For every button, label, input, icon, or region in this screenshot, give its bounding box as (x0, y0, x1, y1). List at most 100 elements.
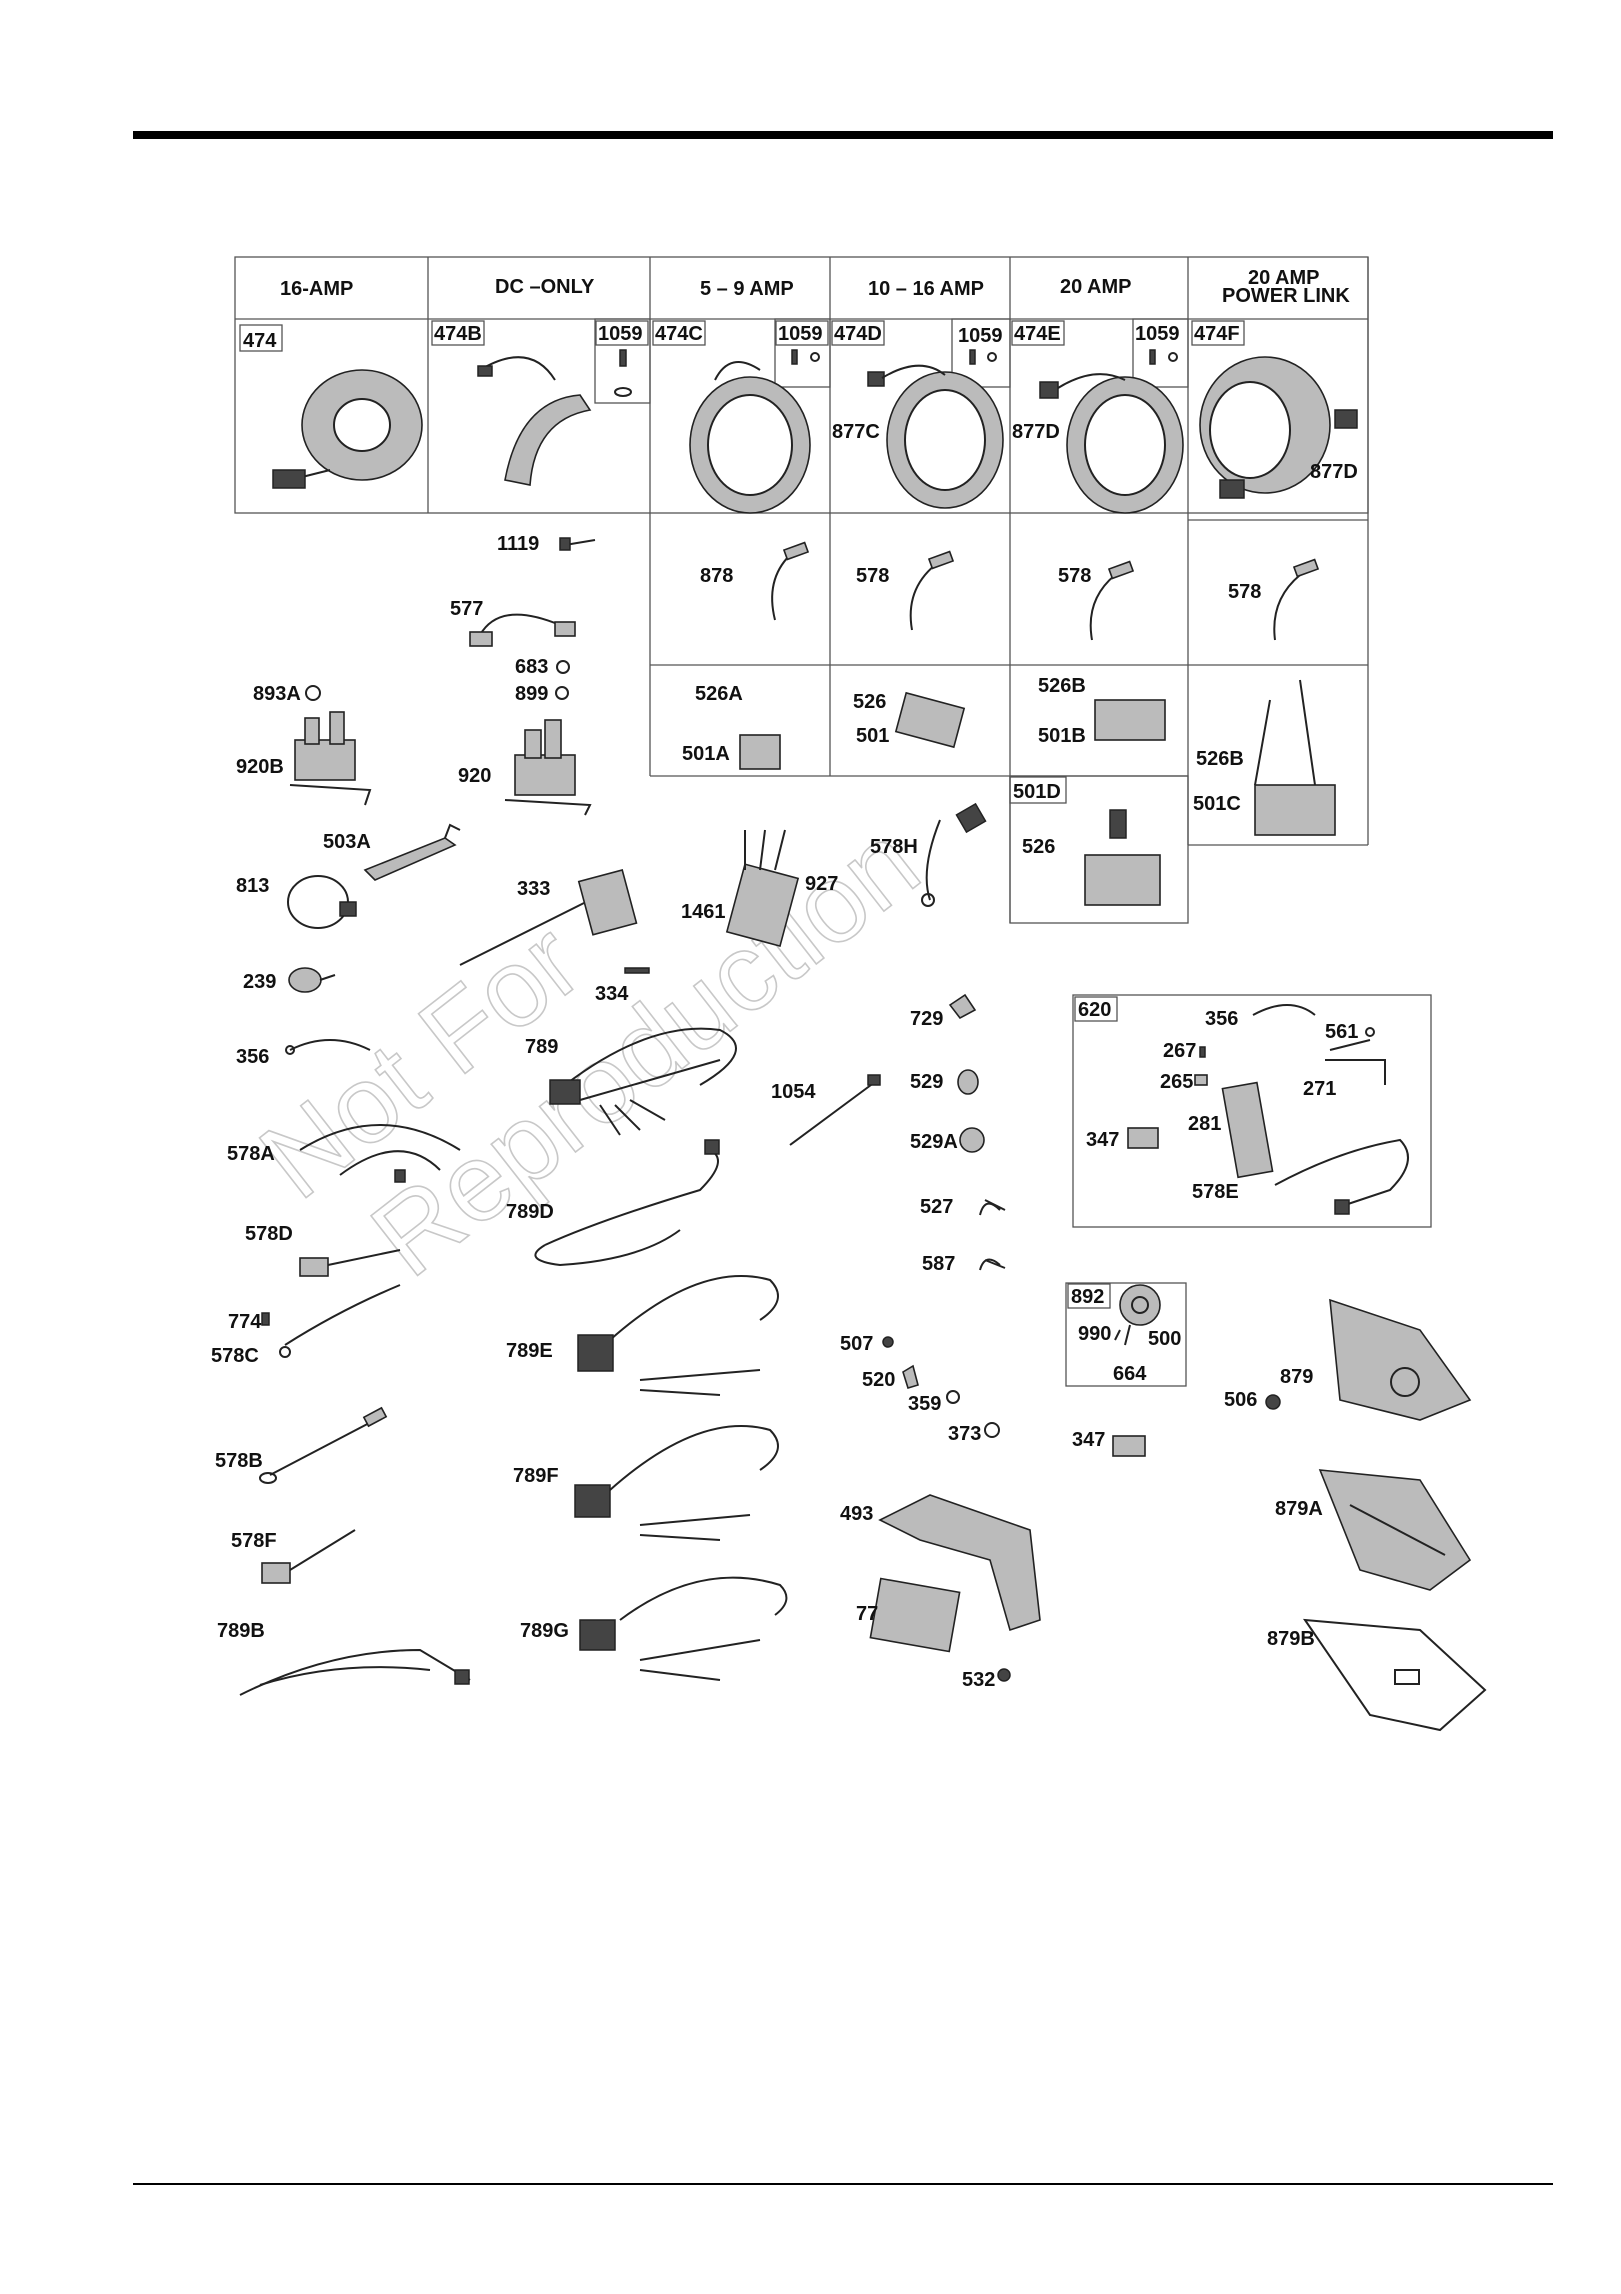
strap-503a-icon (363, 823, 461, 881)
label-878: 878 (700, 565, 733, 587)
harness-789f-icon (574, 1425, 779, 1541)
label-927: 927 (805, 873, 838, 895)
label-77: 77 (856, 1603, 878, 1625)
box-892 (1065, 1282, 1187, 1387)
label-1461: 1461 (681, 901, 726, 923)
ring-stator-474e-icon (1039, 373, 1184, 514)
header-col-10-16amp: 10 – 16 AMP (868, 278, 984, 300)
header-col-16amp: 16-AMP (280, 278, 353, 300)
label-578a: 578A (227, 1143, 275, 1165)
label-526b-a: 526B (1038, 675, 1086, 697)
nut-532-icon (997, 1668, 1011, 1682)
label-879a: 879A (1275, 1498, 1323, 1520)
label-529a: 529A (910, 1131, 958, 1153)
ring-stator-474d-icon (867, 364, 1004, 509)
harness-789d-icon (534, 1139, 720, 1267)
lead-578h-icon (921, 802, 987, 907)
regulator-icons (739, 679, 1336, 906)
label-578c: 578C (211, 1345, 259, 1367)
label-578d: 578D (245, 1223, 293, 1245)
box-620 (1072, 994, 1432, 1228)
label-520: 520 (862, 1369, 895, 1391)
panel-879a-icon (1318, 1469, 1472, 1591)
sensor-239-icon (288, 967, 336, 993)
screw-1059-icons (614, 349, 1178, 397)
label-334: 334 (595, 983, 629, 1005)
label-578-a: 578 (856, 565, 889, 587)
label-664: 664 (1113, 1363, 1147, 1385)
label-474c: 474C (655, 323, 703, 345)
lead-wire-icons (771, 541, 1320, 641)
module-77-icon (869, 1577, 961, 1653)
header-col-20amp: 20 AMP (1060, 276, 1132, 298)
label-474e: 474E (1014, 323, 1061, 345)
watermark: Not For Reproduction (237, 799, 941, 1300)
label-789d: 789D (506, 1201, 554, 1223)
label-474f: 474F (1194, 323, 1240, 345)
bolt-1119-icon (559, 537, 596, 551)
nut-icons (305, 660, 570, 701)
lead-578a-icon (299, 1124, 461, 1183)
stator-474f-icon (1199, 356, 1358, 499)
label-333: 333 (517, 878, 550, 900)
label-265: 265 (1160, 1071, 1193, 1093)
clip-icons (948, 993, 1006, 1271)
header-col-dc-only: DC –ONLY (495, 276, 595, 298)
label-578b: 578B (215, 1450, 263, 1472)
label-501: 501 (856, 725, 889, 747)
stator-474-icon (272, 369, 423, 489)
label-474d: 474D (834, 323, 882, 345)
label-527: 527 (920, 1196, 953, 1218)
label-578-b: 578 (1058, 565, 1091, 587)
lead-578f-icon (261, 1529, 356, 1584)
label-879: 879 (1280, 1366, 1313, 1388)
label-892: 892 (1071, 1286, 1104, 1308)
label-373: 373 (948, 1423, 981, 1445)
label-789: 789 (525, 1036, 558, 1058)
label-500: 500 (1148, 1328, 1181, 1350)
label-920b: 920B (236, 756, 284, 778)
label-526: 526 (853, 691, 886, 713)
label-578f: 578F (231, 1530, 277, 1552)
label-526-b: 526 (1022, 836, 1055, 858)
header-col-5-9amp: 5 – 9 AMP (700, 278, 794, 300)
label-507: 507 (840, 1333, 873, 1355)
label-356-b: 356 (1205, 1008, 1238, 1030)
label-813: 813 (236, 875, 269, 897)
label-1059-a: 1059 (598, 323, 643, 345)
label-501c: 501C (1193, 793, 1241, 815)
label-503a: 503A (323, 831, 371, 853)
alternator-table (234, 256, 1369, 924)
label-501a: 501A (682, 743, 730, 765)
hardware-icons (882, 1336, 1000, 1438)
label-789f: 789F (513, 1465, 559, 1487)
header-col-20amp-power-link: 20 AMP (1248, 267, 1320, 289)
label-561: 561 (1325, 1021, 1358, 1043)
label-774: 774 (228, 1311, 262, 1333)
label-1059-c: 1059 (958, 325, 1003, 347)
label-877d-a: 877D (1012, 421, 1060, 443)
top-rule (133, 131, 1553, 139)
lead-578c-icon (261, 1284, 401, 1358)
label-587: 587 (922, 1253, 955, 1275)
label-501b: 501B (1038, 725, 1086, 747)
label-526a: 526A (695, 683, 743, 705)
label-271: 271 (1303, 1078, 1336, 1100)
label-474: 474 (243, 330, 277, 352)
wire-356-icon (285, 1039, 371, 1055)
label-789e: 789E (506, 1340, 553, 1362)
bracket-493-icon (878, 1494, 1041, 1632)
part-labels: 474 474B 1059 474C 1059 474D 1059 474E 1… (211, 320, 1358, 1691)
starter-333-icon (459, 868, 650, 974)
label-526b-b: 526B (1196, 748, 1244, 770)
label-877c: 877C (832, 421, 880, 443)
header-col-20amp-power-link-line2: POWER LINK (1222, 285, 1350, 307)
label-356-a: 356 (236, 1046, 269, 1068)
label-359: 359 (908, 1393, 941, 1415)
panel-879-icon (1329, 1298, 1472, 1421)
stator-474b-icon (477, 356, 592, 486)
solenoid-920-icon (504, 719, 592, 816)
label-920: 920 (458, 765, 491, 787)
label-578h: 578H (870, 836, 918, 858)
